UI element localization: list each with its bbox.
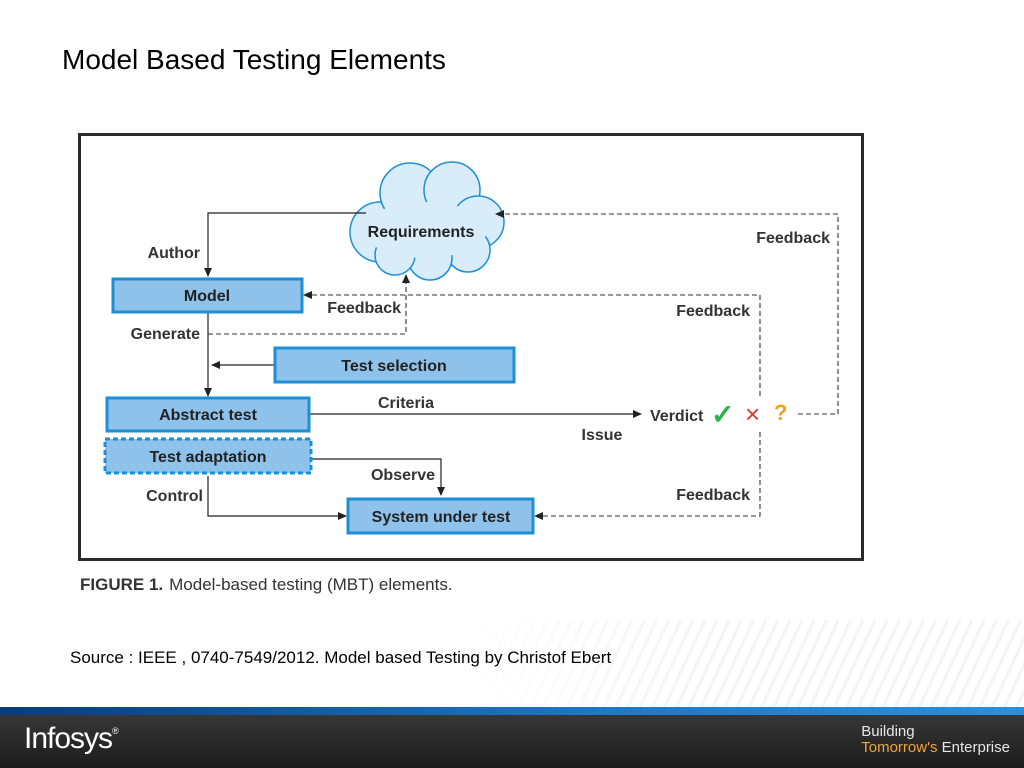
svg-text:Abstract test: Abstract test <box>159 407 257 424</box>
abstract-test-box: Abstract test <box>105 396 311 433</box>
model-box: Model <box>111 277 304 314</box>
observe-label: Observe <box>371 467 435 484</box>
svg-text:Model: Model <box>184 288 230 305</box>
feedback-mid-arrow <box>303 291 761 396</box>
test-selection-box: Test selection <box>273 346 516 384</box>
generate-label: Generate <box>131 326 200 343</box>
criteria-label: Criteria <box>378 395 434 412</box>
tagline-rest: Enterprise <box>937 739 1010 756</box>
tagline: Building Tomorrow's Enterprise <box>861 724 1010 756</box>
background-pattern <box>464 620 1024 710</box>
question-icon: ? <box>774 400 787 425</box>
feedback-model-label: Feedback <box>327 300 401 317</box>
issue-label: Issue <box>582 427 623 444</box>
verdict-label: Verdict <box>650 408 704 425</box>
test-adaptation-box: Test adaptation <box>103 437 313 475</box>
figure-caption-text: Model-based testing (MBT) elements. <box>169 575 453 594</box>
feedback-bottom-label: Feedback <box>676 487 750 504</box>
feedback-top-label: Feedback <box>756 230 830 247</box>
author-arrow <box>204 212 366 277</box>
infosys-logo: Infosys® <box>24 722 119 756</box>
author-label: Author <box>148 245 200 262</box>
figure-caption-label: FIGURE 1. <box>80 575 164 594</box>
control-label: Control <box>146 488 203 505</box>
feedback-model-arrow <box>208 274 410 335</box>
feedback-top-arrow <box>495 210 839 415</box>
footer-bar <box>0 707 1024 768</box>
mbt-diagram: Requirements Model Test selection Abstra… <box>103 161 839 535</box>
observe-arrow <box>312 458 445 496</box>
source-citation: Source : IEEE , 0740-7549/2012. Model ba… <box>70 648 612 667</box>
brand-name: Infosys <box>24 722 113 755</box>
cross-icon: × <box>745 399 760 429</box>
svg-text:System under test: System under test <box>372 509 511 526</box>
svg-text:Test selection: Test selection <box>341 358 447 375</box>
figure-caption: FIGURE 1. Model-based testing (MBT) eleme… <box>80 575 453 595</box>
control-arrow <box>207 476 347 520</box>
check-icon: ✓ <box>711 399 734 430</box>
tagline-accent: Tomorrow's <box>861 739 938 756</box>
system-under-test-box: System under test <box>346 497 535 535</box>
footer-accent-stripe <box>0 707 1024 715</box>
tagline-line1: Building <box>861 723 915 740</box>
requirements-label: Requirements <box>368 224 475 241</box>
feedback-mid-label: Feedback <box>676 303 750 320</box>
feedback-bottom-arrow <box>534 432 761 520</box>
requirements-cloud: Requirements <box>349 161 505 281</box>
svg-text:Test adaptation: Test adaptation <box>149 449 266 466</box>
registered-mark: ® <box>112 726 119 736</box>
slide-title: Model Based Testing Elements <box>62 44 446 75</box>
